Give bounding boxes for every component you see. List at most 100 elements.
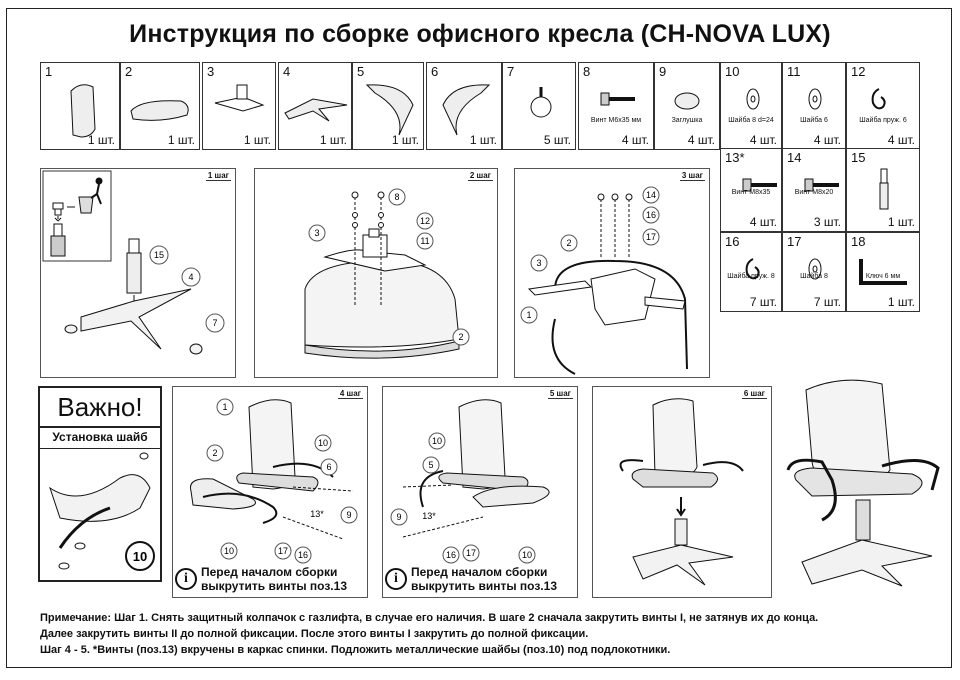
step-4-callout-3: 10 [318,438,328,448]
step-5-callout-2: 5 [428,460,433,470]
hex-key-icon [859,259,907,285]
trash-bin-icon [78,177,103,214]
part-quantity: 1 шт. [469,133,497,147]
part-quantity: 1 шт. [391,133,419,147]
cap-icon [674,92,700,110]
mechanism-drawing [323,228,427,272]
step-4-callout-9: 16 [298,550,308,560]
screw-icon [600,92,635,106]
step-5-callout-4: 13* [422,511,436,521]
armrest-left-icon [442,84,491,136]
step-4-tag: 4 шаг [337,389,363,399]
step-3-callout-1: 14 [646,190,656,200]
step-4-warning: i Перед началом сборки выкрутить винты п… [175,565,365,597]
part-number: 5 [357,64,365,79]
part-number: 2 [125,64,133,79]
step-3-callout-6: 1 [526,310,531,320]
step-3-callout-4: 2 [566,238,571,248]
step-4-drawing: 1 2 10 6 13* 9 10 17 16 [189,398,358,564]
warning-line-2: выкрутить винты поз.13 [411,579,557,593]
step-4-callout-7: 10 [224,546,234,556]
step-5-callout-1: 10 [432,436,442,446]
part-number: 15 [851,150,866,165]
screw-icon [742,178,777,192]
washer-icon [808,258,822,280]
part-number: 16 [725,234,740,249]
part-caption: Шайба 6 [800,117,828,124]
part-number: 14 [787,150,802,165]
step-3-tag: 3 шаг [679,171,705,181]
notes-line-1: Примечание: Шаг 1. Снять защитный колпач… [40,612,818,624]
armrest-right-icon [365,84,414,136]
spring-washer-icon [871,88,886,110]
step-5-callout-3: 9 [396,512,401,522]
step-3-drawing: 14 16 17 2 3 1 [520,186,688,375]
gaslift-icon [879,168,889,210]
step-5-drawing: 10 5 9 13* 16 17 10 [390,399,550,564]
cap-removal-icon [50,202,75,257]
important-callout: 10 [133,549,147,564]
part-quantity: 4 шт. [749,215,777,229]
step-2-tag: 2 шаг [467,171,493,181]
part-number: 18 [851,234,866,249]
step-3-callout-2: 16 [646,210,656,220]
notes-line-3: Шаг 4 - 5. *Винты (поз.13) вкручены в ка… [40,644,671,656]
backrest-icon [70,84,96,138]
step-1-callout-3: 7 [212,318,217,328]
page-title: Инструкция по сборке офисного кресла (CH… [129,20,831,48]
step-4-callout-8: 17 [278,546,288,556]
step-3-callout-3: 17 [646,232,656,242]
step-5-panel: 5 шаг 10 5 9 13* 16 17 10 i Перед начало… [382,386,578,598]
info-icon: i [385,568,407,590]
step-5-tag: 5 шаг [547,389,573,399]
part-quantity: 1 шт. [243,133,271,147]
step-2-callout-2: 12 [420,216,430,226]
step-5-warning: i Перед началом сборки выкрутить винты п… [385,565,575,597]
part-caption: Винт М8х35 [731,189,771,196]
step-2-callout-3: 11 [420,236,429,246]
step-1-callout-2: 4 [188,272,193,282]
step-1-tag: 1 шаг [205,171,231,181]
warning-line-1: Перед началом сборки [201,565,338,579]
part-number: 4 [283,64,291,79]
part-caption: Винт М6х35 мм [590,117,642,124]
part-number: 3 [207,64,215,79]
screws-3-drawing [597,193,633,259]
seat-icon [130,100,189,121]
part-quantity: 4 шт. [749,133,777,147]
part-quantity: 4 шт. [687,133,715,147]
step-1-drawing: 15 4 7 [42,170,225,355]
part-caption: Ключ 6 мм [865,273,901,280]
step-4-panel: 4 шаг 1 2 10 6 13* 9 10 17 16 i [172,386,368,598]
step-4-callout-5: 13* [310,509,324,519]
part-quantity: 4 шт. [887,133,915,147]
step-4-callout-1: 1 [222,402,227,412]
washer-icon [808,88,822,110]
step-1-panel: 1 шаг 15 4 [40,168,236,378]
part-caption: Шайба пруж. 8 [727,273,775,280]
caster-icon [530,87,552,118]
spring-washer-icon [745,258,760,280]
part-number: 6 [431,64,439,79]
part-number: 1 [45,64,53,79]
part-number: 17 [787,234,802,249]
part-number: 8 [583,64,591,79]
step-3-panel: 3 шаг 14 16 17 2 3 1 [514,168,710,378]
part-quantity: 3 шт. [813,215,841,229]
important-washers-box: Важно! Установка шайб 10 [38,386,162,582]
part-number: 7 [507,64,515,79]
step-2-panel: 2 шаг 8 12 11 3 2 [254,168,498,378]
part-number: 12 [851,64,866,79]
gaslift-drawing [126,238,142,316]
info-icon: i [175,568,197,590]
part-quantity: 4 шт. [621,133,649,147]
